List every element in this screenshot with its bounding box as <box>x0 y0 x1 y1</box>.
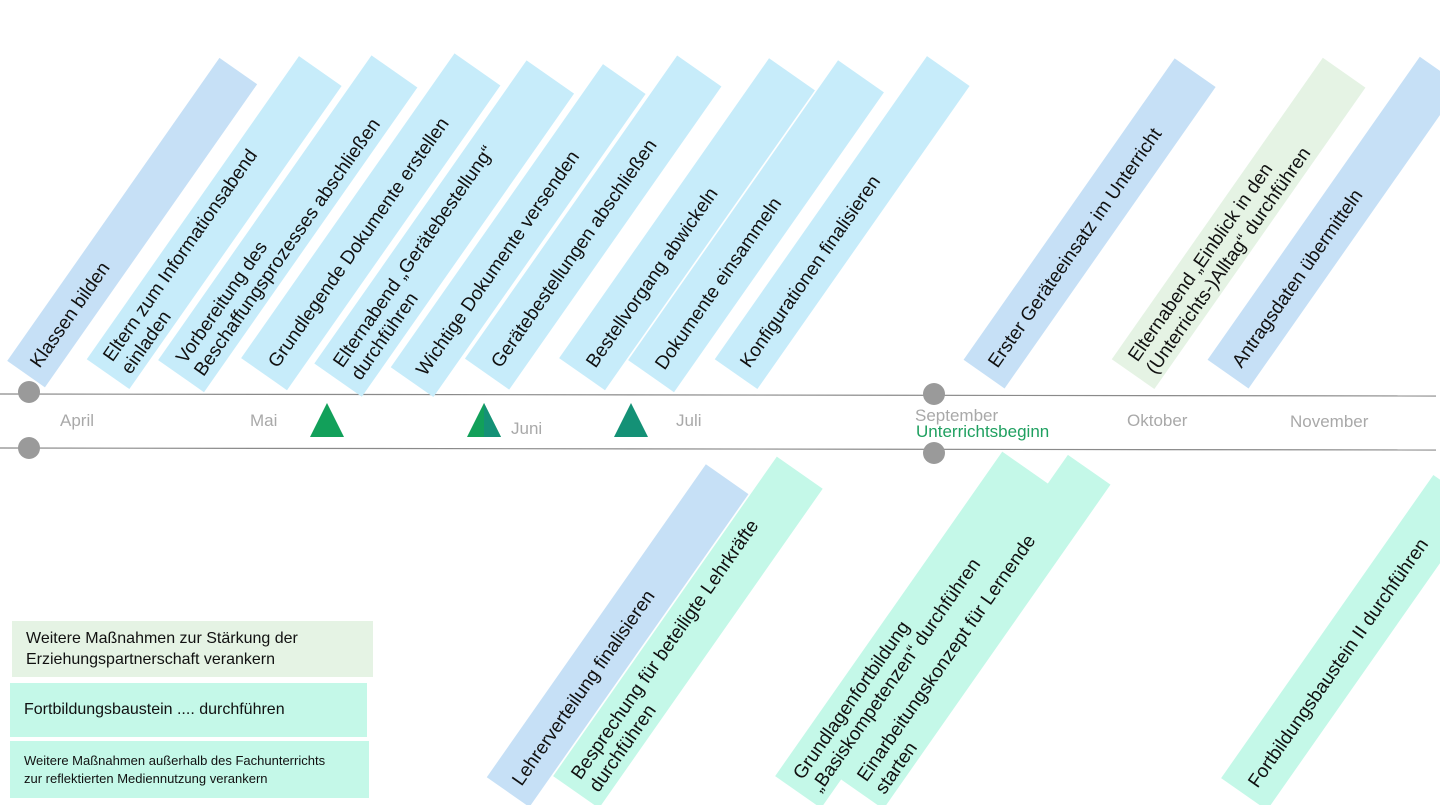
top-task-bar-6 <box>390 64 646 398</box>
top-task-bar-12 <box>1111 57 1366 390</box>
top-task-bar-11 <box>963 58 1216 389</box>
milestone-triangle-1 <box>310 403 344 437</box>
top-task-bar-2 <box>86 56 342 390</box>
legend-fortbildungsbaustein: Fortbildungsbaustein .... durchführen <box>10 683 367 737</box>
timeline-dot-4 <box>923 442 945 464</box>
bottom-task-fortbildungsbaustein-ii-durchführen: Fortbildungsbaustein II durchführen <box>1221 474 1440 805</box>
legend-mediennutzung: Weitere Maßnahmen außerhalb des Fachunte… <box>10 741 369 798</box>
milestone-triangle-3 <box>614 403 648 437</box>
bottom-task-bar-5 <box>1221 474 1440 805</box>
legend-2-line-1: Fortbildungsbaustein .... durchführen <box>24 701 285 718</box>
timeline-dot-3 <box>923 383 945 405</box>
month-label-oktober: Oktober <box>1127 411 1188 430</box>
top-task-bar-8 <box>559 58 815 391</box>
timeline-dot-2 <box>18 437 40 459</box>
legend-erziehungspartnerschaft: Weitere Maßnahmen zur Stärkung der Erzie… <box>12 621 373 677</box>
timeline-line-top <box>0 393 1437 397</box>
milestone-label: Unterrichtsbeginn <box>916 422 1049 441</box>
bottom-task-label-5-1: Fortbildungsbaustein II durchführen <box>1244 535 1433 792</box>
month-label-juli: Juli <box>676 411 702 430</box>
legend-3-line-2: zur reflektierten Mediennutzung veranker… <box>24 770 268 786</box>
top-task-bar-1 <box>7 57 258 388</box>
timeline-line-bottom <box>0 447 1437 451</box>
top-task-bar-7 <box>464 55 722 390</box>
milestone-triangle-2-shade <box>484 403 501 437</box>
month-label-mai: Mai <box>250 411 277 430</box>
month-label-november: November <box>1290 412 1369 431</box>
top-task-bar-13 <box>1207 56 1440 389</box>
timeline-dot-1 <box>18 381 40 403</box>
top-task-bar-10 <box>714 56 970 390</box>
top-task-bar-4 <box>241 53 501 391</box>
bottom-task-bar-4 <box>840 454 1111 805</box>
bottom-task-bar-2 <box>553 456 823 805</box>
top-task-bar-5 <box>314 60 575 397</box>
legend-1-line-1: Weitere Maßnahmen zur Stärkung der <box>26 630 298 647</box>
legend-3-line-1: Weitere Maßnahmen außerhalb des Fachunte… <box>24 752 326 768</box>
top-task-bar-3 <box>158 55 418 393</box>
legend-1-line-2: Erziehungspartnerschaft verankern <box>26 651 276 668</box>
bottom-task-bar-3 <box>775 451 1049 805</box>
top-task-bar-9 <box>628 60 884 393</box>
bottom-task-bar-1 <box>486 464 749 805</box>
month-label-september: September <box>915 406 998 425</box>
month-label-april: April <box>60 411 94 430</box>
month-label-juni: Juni <box>511 419 542 438</box>
